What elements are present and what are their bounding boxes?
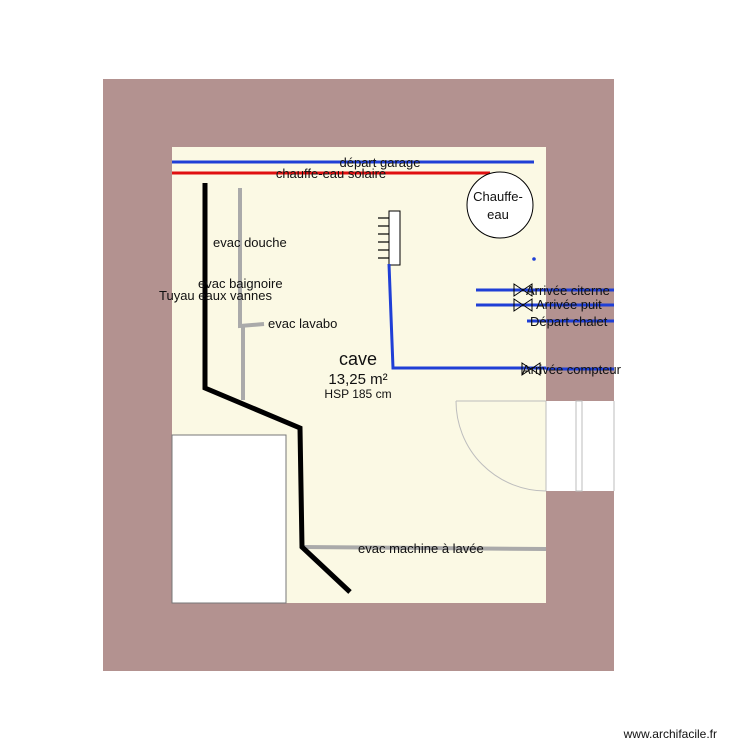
- door-frame: [575, 400, 583, 492]
- label-tuyau-eaux-vannes: Tuyau eaux vannes: [159, 288, 272, 303]
- water-heater-label-1: Chauffe-: [473, 189, 523, 204]
- label-evac-baignoire: evac baignoire: [198, 276, 283, 291]
- credit-link[interactable]: www.archifacile.fr: [623, 727, 717, 741]
- room-area: 13,25 m²: [328, 371, 387, 388]
- label-arrivee-puit: Arrivée puit: [536, 297, 602, 312]
- manifold-icon[interactable]: [378, 210, 401, 266]
- valve-puit-icon[interactable]: [513, 298, 533, 312]
- door[interactable]: [455, 400, 547, 492]
- label-chauffe-eau-solaire: chauffe-eau solaire: [276, 166, 386, 181]
- valve-compteur-icon[interactable]: [521, 362, 541, 376]
- drain-lines: [238, 188, 547, 551]
- room-name: cave: [339, 349, 377, 369]
- valve-citerne-icon[interactable]: [513, 283, 533, 297]
- label-evac-machine: evac machine à lavée: [358, 541, 484, 556]
- sewer-pipe: [202, 183, 352, 594]
- label-depart-chalet: Départ chalet: [530, 314, 608, 329]
- storage-block: [171, 434, 287, 604]
- water-heater[interactable]: Chauffe- eau: [466, 171, 534, 239]
- label-evac-lavabo: evac lavabo: [268, 316, 337, 331]
- label-arrivee-citerne: Arrivée citerne: [526, 283, 610, 298]
- water-heater-label-2: eau: [487, 207, 509, 222]
- room-hsp: HSP 185 cm: [324, 387, 391, 401]
- pipe-compteur: [387, 263, 546, 370]
- label-evac-douche: evac douche: [213, 235, 287, 250]
- label-arrivee-compteur: Arrivée compteur: [522, 362, 622, 377]
- label-depart-garage: départ garage: [340, 155, 421, 170]
